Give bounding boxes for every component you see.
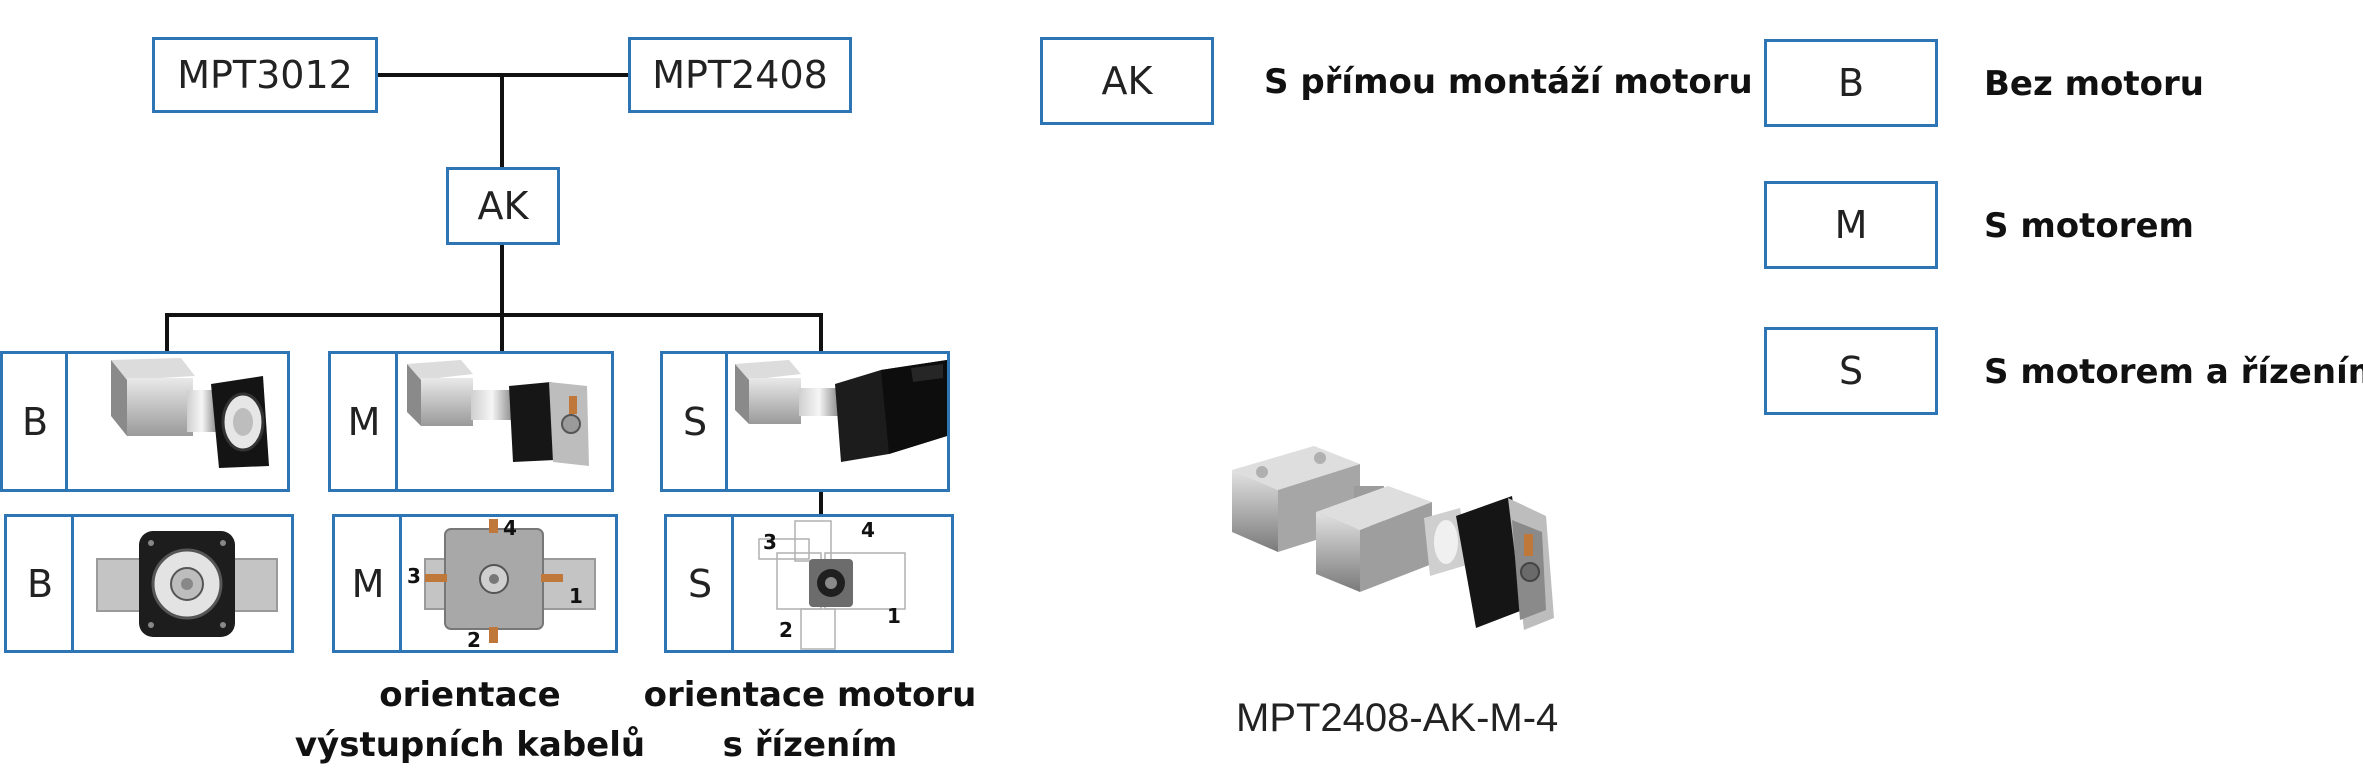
cell-divider [395,354,398,489]
caption-cable-line2: výstupních kabelů [294,725,646,765]
legend-code-ak: AK [1101,59,1153,103]
gearbox-with-motor-and-driver-illustration [735,360,947,462]
legend-code-b: B [1837,61,1865,105]
connector-branch-horizontal [165,313,823,317]
model-label-mpt3012: MPT3012 [177,53,353,97]
example-product-label: MPT2408-AK-M-4 [1236,696,1559,740]
option-letter-b: B [21,399,49,444]
connector-branch-right [819,313,823,353]
cell-divider [71,517,74,650]
variant-label-ak: AK [477,184,529,228]
connector-branch-left [165,313,169,353]
cable-orientation-illustration: 4 3 1 2 [407,519,596,651]
legend-box-ak: AK [1040,37,1214,125]
legend-box-s: S [1764,327,1938,415]
orientation-cell-s: S 3 4 2 1 [664,514,954,653]
cell-divider [399,517,402,650]
orientation-cell-m: M 4 3 1 2 [332,514,618,653]
legend-box-m: M [1764,181,1938,269]
legend-box-b: B [1764,39,1938,127]
cell-divider [65,354,68,489]
cable-orientation-1: 1 [569,584,583,608]
caption-motor-line2: s řízením [722,725,898,765]
caption-motor-line1: orientace motoru [643,675,977,715]
legend-text-m: S motorem [1984,206,2194,246]
connector-middle-vertical [500,243,504,315]
motor-orientation-illustration: 3 4 2 1 [758,519,906,650]
cell-divider [725,354,728,489]
cable-orientation-4: 4 [503,519,517,540]
gearbox-without-motor-illustration [111,358,269,468]
example-product-illustration [1232,446,1554,630]
motor-orientation-3: 3 [763,530,777,554]
motor-orientation-1: 1 [887,604,901,628]
gearbox-with-motor-illustration [407,360,589,466]
connector-branch-center [500,313,504,353]
model-label-mpt2408: MPT2408 [652,53,828,97]
orientation-letter-s: S [687,561,713,606]
model-box-mpt2408: MPT2408 [628,37,852,113]
caption-cable-line1: orientace [379,675,561,715]
orientation-cell-b: B [4,514,294,653]
connector-s-rows [819,490,823,518]
legend-text-b: Bez motoru [1984,64,2204,104]
option-letter-m: M [347,399,381,444]
option-cell-b: B [0,351,290,492]
legend-code-m: M [1834,203,1868,247]
option-letter-s: S [682,399,708,444]
connector-top-vertical [500,75,504,167]
caption-motor-orientation: orientace motoru s řízením [640,670,980,770]
motor-orientation-2: 2 [779,618,793,642]
option-cell-s: S [660,351,950,492]
legend-code-s: S [1838,349,1864,393]
cable-orientation-3: 3 [407,564,421,588]
variant-box-ak: AK [446,167,560,245]
model-box-mpt3012: MPT3012 [152,37,378,113]
gearbox-front-view-illustration [96,531,278,637]
motor-orientation-4: 4 [861,519,875,542]
cell-divider [731,517,734,650]
orientation-letter-b: B [26,561,54,606]
orientation-letter-m: M [351,561,385,606]
option-cell-m: M [328,351,614,492]
cable-orientation-2: 2 [467,628,481,651]
legend-text-s: S motorem a řízením [1984,352,2363,392]
caption-cable-orientation: orientace výstupních kabelů [290,670,650,770]
legend-text-ak: S přímou montáží motoru [1264,62,1753,102]
